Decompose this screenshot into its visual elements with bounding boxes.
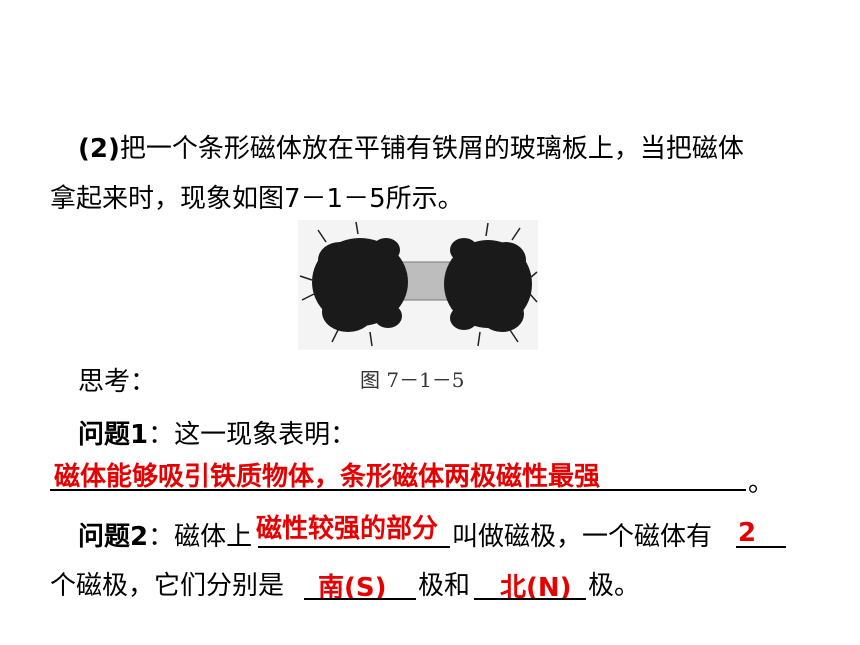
question-2-blank-b (736, 546, 786, 548)
paragraph-text-2: 拿起来时，现象如图7－1－5所示。 (50, 184, 464, 214)
paragraph-line-2: 拿起来时，现象如图7－1－5所示。 (50, 182, 464, 216)
question-2-text-c: 个磁极，它们分别是 (50, 571, 285, 601)
question-2-text-e: 极。 (588, 571, 641, 601)
magnet-iron-filings-figure (298, 220, 538, 350)
question-1-text: ：这一现象表明： (148, 420, 357, 450)
question-2-text-b: 叫做磁极，一个磁体有 (452, 522, 713, 552)
question-1: 问题1：这一现象表明： (78, 418, 356, 452)
figure-caption: 图 7－1－5 (360, 368, 465, 392)
part-label: (2) (78, 134, 120, 164)
question-2-blank-c (304, 598, 416, 600)
question-1-answer: 磁体能够吸引铁质物体，条形磁体两极磁性最强 (54, 462, 601, 492)
question-2-label: 问题2 (78, 522, 149, 552)
question-2-answer-b: 2 (738, 518, 757, 548)
question-1-label: 问题1 (78, 420, 149, 450)
question-2-text-d: 极和 (418, 571, 471, 601)
magnet-figure-image (298, 220, 538, 350)
paragraph-line-1: (2)把一个条形磁体放在平铺有铁屑的玻璃板上，当把磁体 (78, 132, 744, 166)
question-2-answer-a: 磁性较强的部分 (256, 514, 439, 544)
question-2-blank-d (474, 598, 586, 600)
paragraph-text-1: 把一个条形磁体放在平铺有铁屑的玻璃板上，当把磁体 (119, 134, 744, 164)
question-2-line-1: 问题2：磁体上 (78, 522, 253, 552)
question-2-blank-a (258, 546, 450, 548)
think-label: 思考： (78, 367, 157, 397)
question-1-blank (50, 489, 746, 491)
question-1-end: 。 (748, 468, 775, 498)
